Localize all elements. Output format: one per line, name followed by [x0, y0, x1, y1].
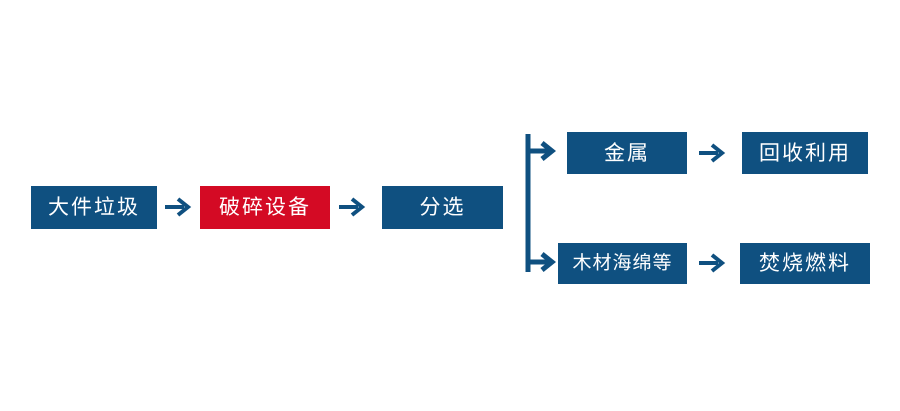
arrow-right-icon-wood-to-fuel — [696, 246, 730, 280]
node-crushing-equipment[interactable]: 破碎设备 — [200, 186, 330, 229]
node-recycling-reuse[interactable]: 回收利用 — [742, 132, 868, 174]
split-bracket-icon — [524, 130, 560, 276]
node-metal[interactable]: 金属 — [567, 132, 687, 174]
node-sorting[interactable]: 分选 — [382, 186, 503, 229]
arrow-right-icon-metal-to-recycle — [696, 136, 730, 170]
arrow-right-icon-crusher-to-sorting — [336, 190, 370, 224]
arrow-right-icon-input-to-crusher — [162, 190, 196, 224]
node-wood-sponge-etc[interactable]: 木材海绵等 — [558, 243, 687, 284]
node-incineration-fuel[interactable]: 焚烧燃料 — [740, 243, 870, 284]
node-input-bulky-waste[interactable]: 大件垃圾 — [31, 186, 157, 229]
